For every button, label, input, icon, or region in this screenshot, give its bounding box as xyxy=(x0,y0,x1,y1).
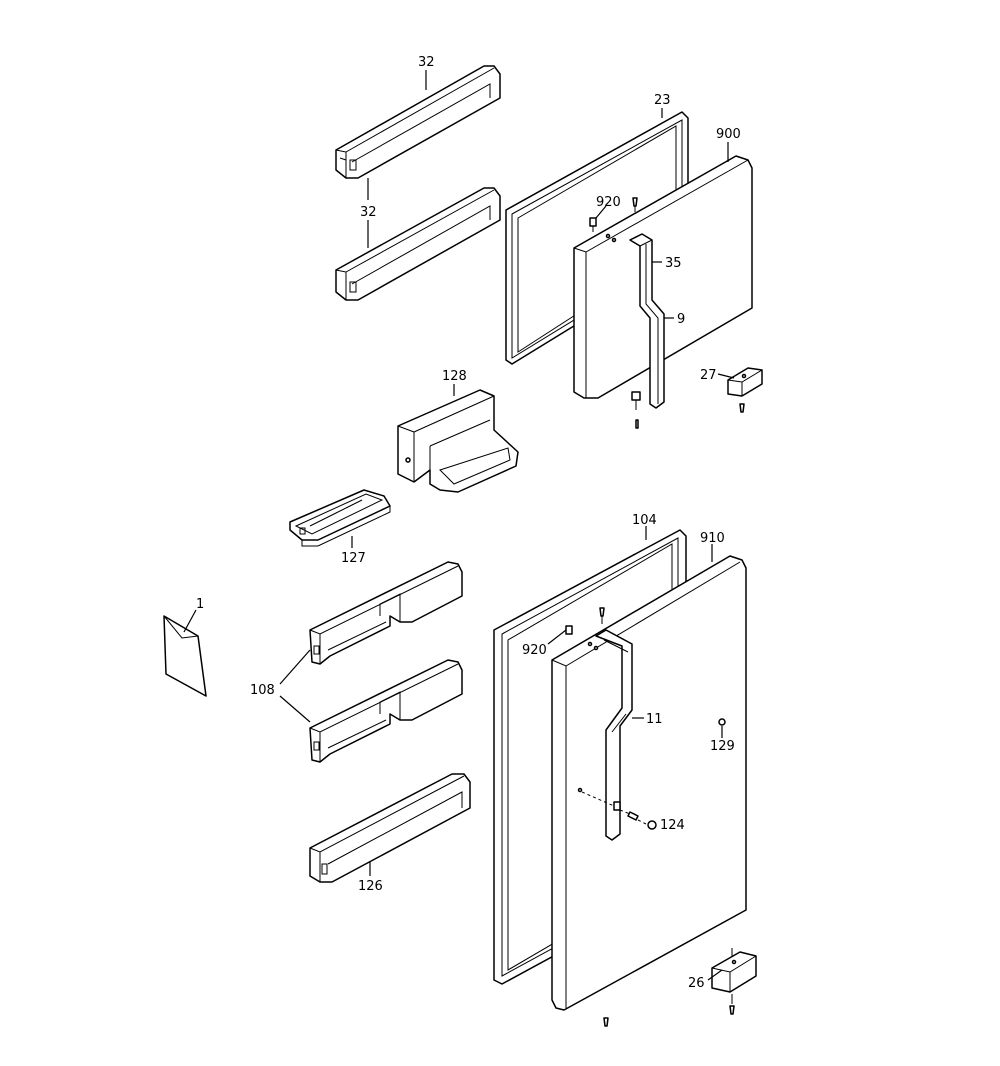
literature-1 xyxy=(163,615,207,697)
callout-26: 26 xyxy=(688,976,705,991)
callout-labels: 32 32 23 900 920 35 9 27 128 127 1 108 1… xyxy=(196,55,741,991)
door-bin-126 xyxy=(309,773,471,883)
callout-128: 128 xyxy=(442,369,467,384)
callout-127: 127 xyxy=(341,551,366,566)
callout-1: 1 xyxy=(196,597,204,612)
callout-23: 23 xyxy=(654,93,671,108)
callout-35: 35 xyxy=(665,256,682,271)
fresh-food-handle-11 xyxy=(595,629,633,841)
hinge-bracket-26 xyxy=(711,948,757,1015)
callout-9: 9 xyxy=(677,312,685,327)
callout-920-upper: 920 xyxy=(596,195,621,210)
hinge-bracket-27 xyxy=(727,367,763,397)
callout-108: 108 xyxy=(250,683,275,698)
callout-104: 104 xyxy=(632,513,657,528)
freezer-handle-9 xyxy=(629,233,665,409)
callout-900: 900 xyxy=(716,127,741,142)
callout-910: 910 xyxy=(700,531,725,546)
door-bin-32-upper xyxy=(335,65,501,179)
egg-tray-127 xyxy=(289,489,391,547)
callout-124: 124 xyxy=(660,818,685,833)
callout-129: 129 xyxy=(710,739,735,754)
callout-27: 27 xyxy=(700,368,717,383)
callout-126: 126 xyxy=(358,879,383,894)
door-bin-108-upper xyxy=(309,561,463,665)
door-bin-108-lower xyxy=(309,659,463,763)
leader-lines xyxy=(183,70,735,981)
ice-rack-128 xyxy=(397,389,519,493)
freezer-door-900 xyxy=(573,155,753,399)
fresh-food-door-hardware xyxy=(565,607,726,1027)
callout-11: 11 xyxy=(646,712,663,727)
callout-920-lower: 920 xyxy=(522,643,547,658)
callout-32-bottom: 32 xyxy=(360,205,377,220)
fresh-food-door-910 xyxy=(551,555,747,1011)
door-bin-32-lower xyxy=(335,187,501,301)
freezer-door-screws xyxy=(589,197,745,429)
callout-32-top: 32 xyxy=(418,55,435,70)
